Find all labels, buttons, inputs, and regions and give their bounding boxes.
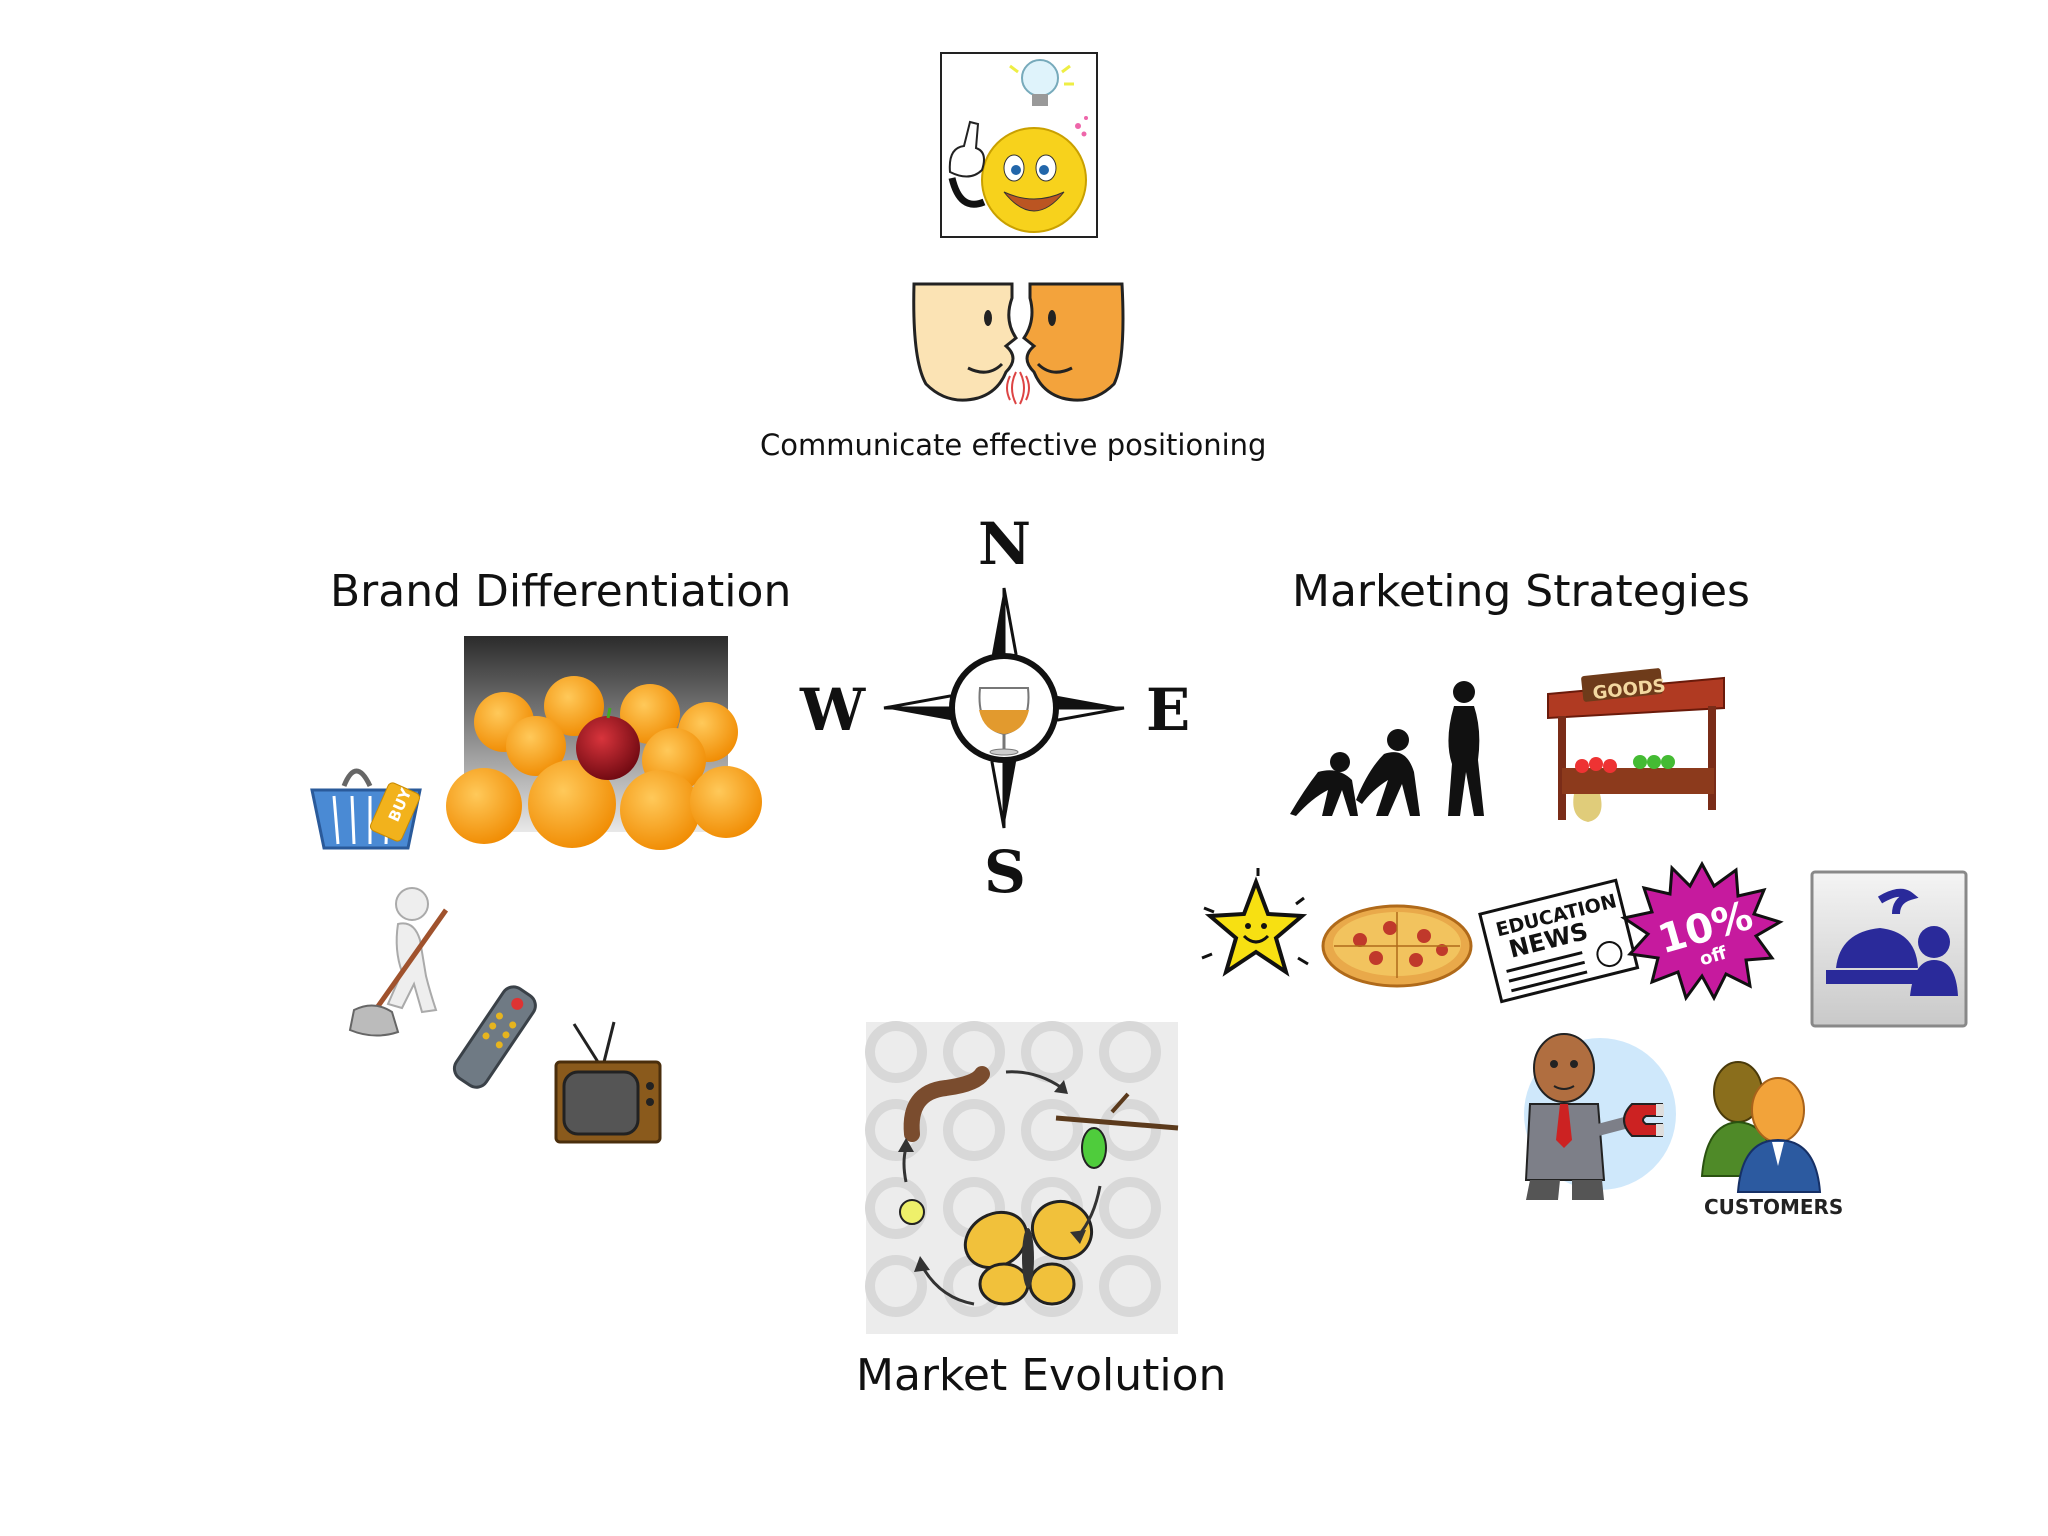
discount-burst-icon: 10% off bbox=[1620, 860, 1784, 1002]
customers-caption: CUSTOMERS bbox=[1704, 1195, 1843, 1219]
compass-south-label: S bbox=[984, 838, 1026, 906]
newspaper-icon: EDUCATION NEWS bbox=[1478, 876, 1640, 1004]
compass-icon bbox=[883, 587, 1125, 829]
pizza-icon bbox=[1320, 900, 1474, 990]
market-stall-icon: GOODS bbox=[1547, 668, 1728, 824]
service-bell-icon bbox=[1810, 870, 1968, 1028]
evolution-silhouette-icon bbox=[1288, 680, 1504, 820]
star-icon bbox=[1200, 868, 1312, 992]
idea-smiley-icon bbox=[940, 52, 1100, 240]
section-title-market-evolution: Market Evolution bbox=[856, 1350, 1227, 1401]
oranges-apple-icon bbox=[446, 636, 762, 850]
compass-north-label: N bbox=[978, 510, 1032, 578]
remote-control-icon bbox=[446, 984, 546, 1094]
magnet-businessman-icon bbox=[1500, 1030, 1676, 1206]
shopping-basket-icon: BUY bbox=[308, 756, 428, 856]
mopping-figure-icon bbox=[340, 880, 460, 1040]
television-icon bbox=[554, 1021, 664, 1146]
customers-icon: CUSTOMERS bbox=[1700, 1056, 1843, 1219]
section-title-brand-differentiation: Brand Differentiation bbox=[330, 566, 792, 617]
top-caption: Communicate effective positioning bbox=[760, 428, 1267, 462]
talking-heads-icon bbox=[908, 280, 1128, 410]
butterfly-lifecycle-icon bbox=[865, 1021, 1179, 1334]
section-title-marketing-strategies: Marketing Strategies bbox=[1292, 566, 1750, 617]
compass-east-label: E bbox=[1146, 676, 1191, 744]
compass-west-label: W bbox=[800, 676, 866, 744]
